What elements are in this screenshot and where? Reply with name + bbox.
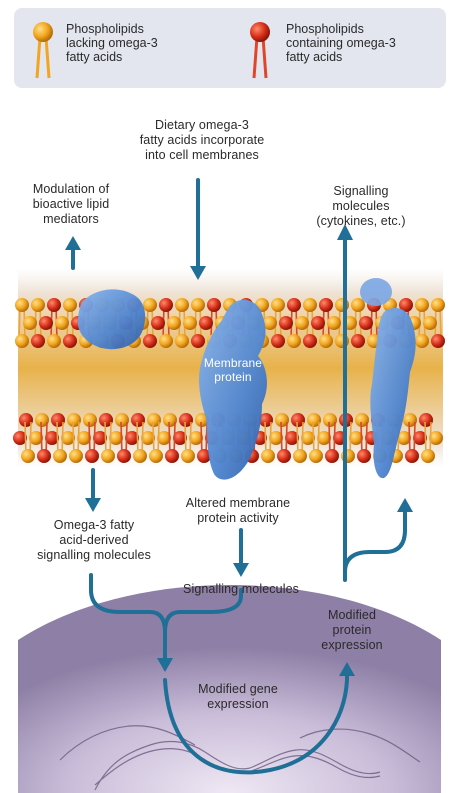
right-upper-protein-blob	[360, 278, 392, 306]
left-membrane-protein	[78, 289, 145, 349]
arrowhead-right-protein-up	[397, 498, 413, 512]
arrowhead-modulation-up	[65, 236, 81, 250]
legend-label-containing-omega3: Phospholipids containing omega-3 fatty a…	[286, 22, 396, 64]
label-modulation-lipid-mediators: Modulation of bioactive lipid mediators	[12, 182, 130, 227]
label-membrane-protein: Membrane protein	[196, 356, 270, 384]
label-dietary-omega3: Dietary omega-3 fatty acids incorporate …	[122, 118, 282, 163]
label-modified-gene-expression: Modified gene expression	[182, 682, 294, 712]
label-signalling-molecules: Signalling molecules	[158, 582, 324, 597]
label-altered-protein-activity: Altered membrane protein activity	[170, 496, 306, 526]
label-signalling-cytokines: Signalling molecules (cytokines, etc.)	[298, 184, 424, 229]
label-omega3-derived-signalling: Omega-3 fatty acid-derived signalling mo…	[14, 518, 174, 563]
legend-label-lacking-omega3: Phospholipids lacking omega-3 fatty acid…	[66, 22, 158, 64]
arrowhead-omega3-down	[85, 498, 101, 512]
arrowhead-altered-down	[233, 563, 249, 577]
label-modified-protein-expression: Modified protein expression	[304, 608, 400, 653]
